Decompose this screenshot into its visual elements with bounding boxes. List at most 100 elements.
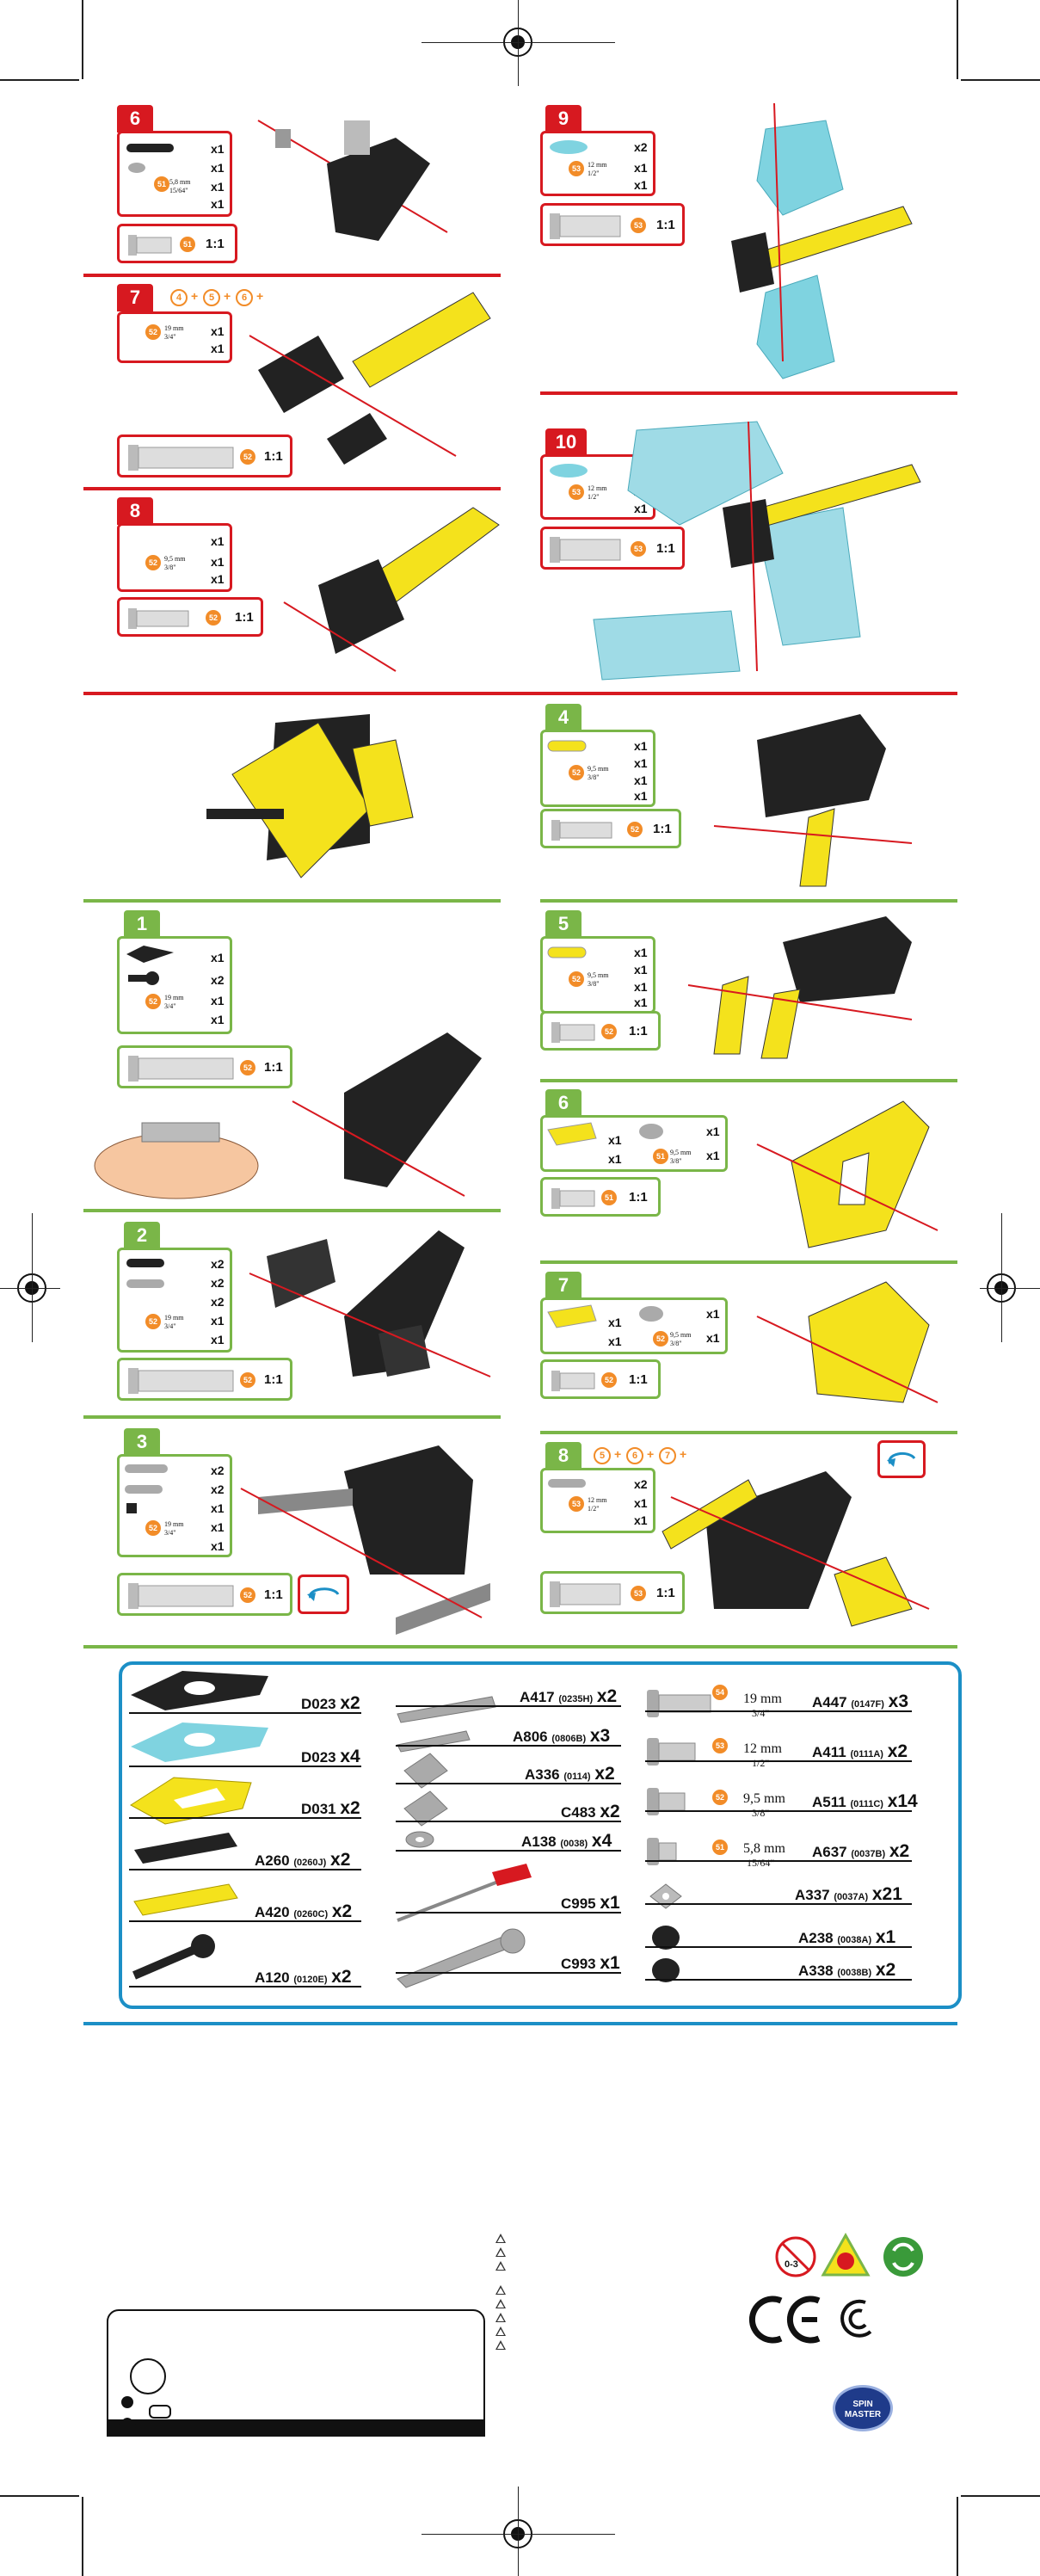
step-number: 7 [545,1272,582,1299]
inventory-label: A260 (0260J) x2 [255,1850,351,1870]
age-warning-label: 0-3 [785,2259,798,2270]
screw-19mm [647,1690,711,1717]
rotate-icon [877,1440,926,1478]
step-number: 7 [117,284,153,311]
part-A336-bracket [403,1753,448,1789]
inventory-label: A338 (0038B) x2 [798,1960,896,1980]
inventory-label: A420 (0260C) x2 [255,1901,353,1921]
part-C993-wrench [397,1928,526,1988]
step-number: 1 [124,910,160,938]
divider-green [540,1260,957,1264]
screw-9-5mm [647,1788,686,1815]
inventory-label: A417 (0235H) x2 [520,1686,618,1706]
step-8-illustration [662,1471,930,1627]
inventory-label: A411 (0111A) x2 [812,1741,908,1761]
divider-red [83,487,501,490]
divider-green [540,1431,957,1434]
parts-box: 52 19 mm 3/4" x1 x2 x1 x1 [117,936,232,1034]
inventory-label: A336 (0114) x2 [525,1764,615,1784]
part-C483-bracket [403,1790,448,1827]
step-number: 4 [545,704,582,731]
green-dot-recycle-icon [883,2237,923,2277]
age-warning-icon [775,2236,816,2277]
part-A420-yellow [133,1883,238,1916]
scale-box: 52 1:1 [117,1045,292,1088]
parts-box: 51 9,5 mm 3/8" x1 x1 x1 x1 [540,1115,728,1172]
inventory-label: C993 x1 [561,1953,620,1973]
scale-box: 52 1:1 [117,434,292,478]
step-9-top-illustration [731,102,913,379]
scale-box: 52 1:1 [117,597,263,637]
info-box-bar [107,2419,485,2435]
step-number: 6 [117,105,153,132]
step-number: 8 [117,497,153,525]
scale-box: 53 1:1 [540,203,685,246]
parts-box: 51 5,8 mm 15/64" x1 x1 x1 x1 [117,131,232,217]
step-number: 5 [545,910,582,938]
inventory-label: A337 (0037A) x21 [795,1884,902,1904]
step-number: 9 [545,105,582,132]
ce-mark-icon [748,2296,821,2344]
parts-box: 52 9,5 mm 3/8" x1 x1 x1 [117,523,232,592]
step-5-illustration [687,916,913,1059]
safety-triangle-icon [821,2232,871,2277]
inventory-label: A637 (0037B) x2 [812,1841,910,1861]
part-A120-axle [132,1934,215,1980]
consumer-service-icon [117,2358,171,2428]
step-number: 10 [545,428,587,456]
scale-box: 52 1:1 [117,1358,292,1401]
inventory-label: A447 (0147F) x3 [812,1692,908,1711]
divider-green [83,1415,501,1419]
inventory-label: A238 (0038A) x1 [798,1927,896,1947]
step-3-illustration [240,1445,490,1635]
step-8-top-illustration [283,507,500,672]
step-7-top-illustration [249,292,491,465]
part-C995-hex-key [397,1864,532,1922]
step-number: 3 [124,1428,160,1456]
part-A260-black [134,1833,237,1864]
divider-green [540,899,957,903]
divider-green [83,899,501,903]
inventory-label: A511 (0111C) x14 [812,1791,918,1811]
parts-box: 52 9,5 mm 3/8" x1 x1 x1 x1 [540,936,655,1014]
parts-box: 52 19 mm 3/4" x1 x1 [117,311,232,363]
divider-red [83,692,957,695]
step-7-illustration [756,1281,938,1403]
scale-box: 52 1:1 [540,809,681,848]
scale-box: 53 1:1 [540,527,685,570]
scale-box: 51 1:1 [117,224,237,263]
step-6-illustration [756,1100,938,1248]
divider-green [540,1079,957,1082]
screw-12mm [647,1738,696,1766]
step-2-illustration [249,1230,491,1377]
rotate-icon [298,1575,349,1614]
step-4-illustration [713,714,913,887]
step-1-illustration [292,1032,482,1197]
step-number: 8 [545,1442,582,1470]
spin-master-logo: SPIN MASTER [833,2385,893,2431]
scale-box: 52 1:1 [540,1359,661,1399]
part-A337-square-nut [649,1883,682,1909]
step-6-top-illustration [257,120,448,241]
hand-holding-screw-illustration [94,1122,259,1199]
parts-box: 53 12 mm 1/2" x2 x1 x1 [540,1468,655,1533]
inventory-label: D023 x2 [301,1693,360,1713]
parts-inventory [119,1661,962,2009]
divider-red [540,391,957,395]
inventory-label: D023 x4 [301,1747,360,1766]
divider-red [83,274,501,277]
conformity-mark-icon [840,2299,872,2338]
scale-box: 52 1:1 [540,1011,661,1051]
inventory-label: A120 (0120E) x2 [255,1967,352,1987]
parts-box: 52 9,5 mm 3/8" x1 x1 x1 x1 [540,1297,728,1354]
completed-assembly-illustration [206,714,414,878]
part-D023-cyan [131,1722,268,1762]
parts-box: 52 9,5 mm 3/8" x1 x1 x1 x1 [540,730,655,807]
info-box [107,2309,485,2437]
step-number: 2 [124,1222,160,1249]
scale-box: 52 1:1 [117,1573,292,1616]
screw-5-8mm [647,1838,677,1865]
parts-box: 53 12 mm 1/2" x2 x1 x1 [540,131,655,196]
parts-box: 52 19 mm 3/4" x2 x2 x2 x1 x1 [117,1248,232,1353]
inventory-label: C483 x2 [561,1802,620,1821]
